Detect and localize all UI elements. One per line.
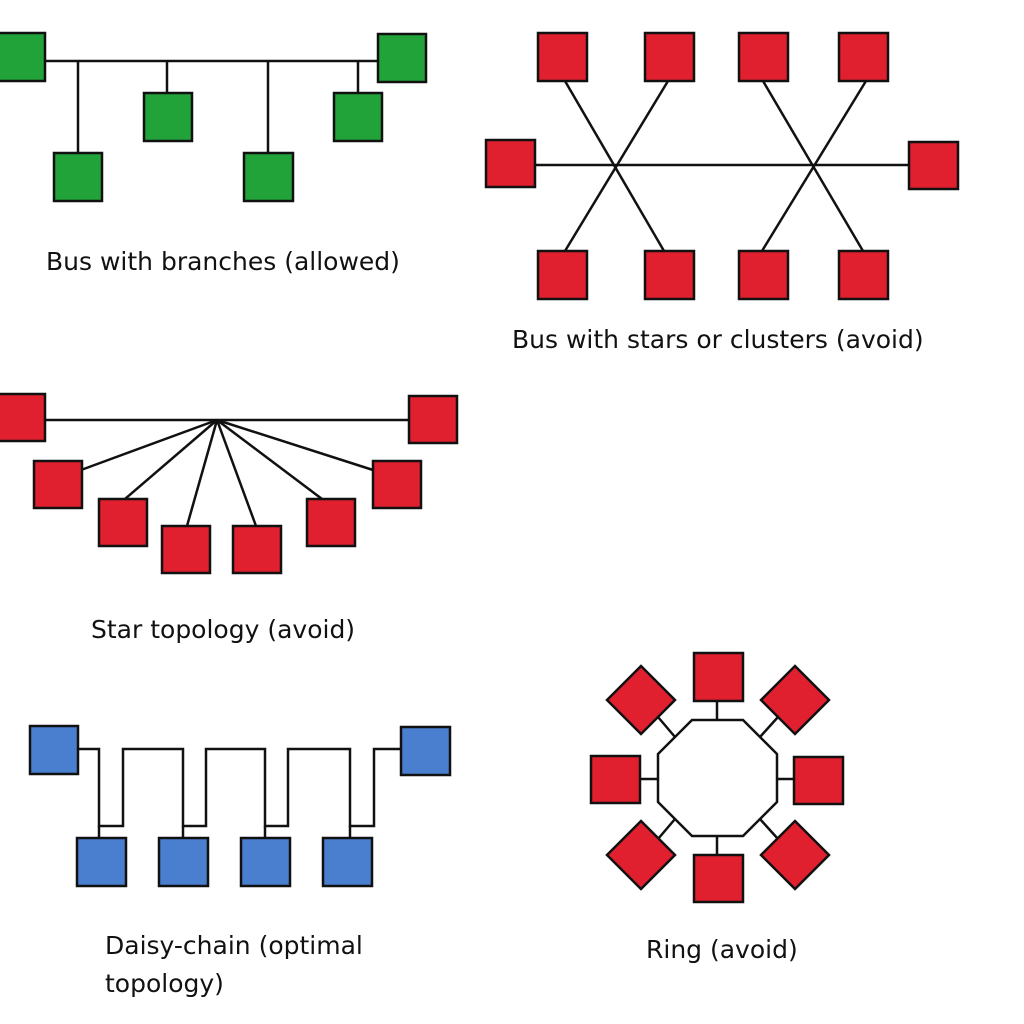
bus-end-node-right — [376, 32, 428, 84]
star-node — [371, 459, 423, 510]
ring-label: Ring (avoid) — [646, 935, 798, 964]
ring-stub — [657, 716, 676, 738]
ring-octagon — [656, 718, 779, 838]
daisy-chain-label-line1: Daisy-chain (optimal — [105, 931, 363, 960]
star-spoke — [185, 419, 219, 527]
ring-node — [792, 755, 845, 806]
star-spoke — [124, 419, 218, 500]
ring-node — [605, 819, 677, 891]
ring-node — [692, 651, 745, 703]
star-spoke — [216, 419, 323, 500]
branch-node — [52, 151, 104, 203]
ring-node — [759, 819, 831, 891]
chain-node — [75, 836, 128, 888]
star-spoke — [215, 419, 258, 527]
cluster-node — [837, 31, 890, 83]
cluster-node — [643, 249, 696, 301]
star-topology-label: Star topology (avoid) — [91, 615, 356, 644]
ring-diagram — [589, 651, 845, 904]
ring-stub — [759, 716, 779, 738]
star-node — [231, 524, 283, 575]
star-node — [32, 459, 84, 510]
ring-node — [692, 853, 745, 904]
star-spoke — [216, 418, 374, 472]
star-node — [305, 497, 357, 548]
ring-stub — [759, 818, 779, 840]
bus-end-node-right — [907, 140, 960, 191]
cluster-node — [737, 249, 790, 301]
bus-branches-diagram — [0, 31, 428, 203]
cluster-line — [563, 80, 670, 252]
daisy-chain-label-line2: topology) — [105, 969, 224, 998]
chain-end-node-left — [28, 724, 80, 776]
chain-node — [157, 836, 210, 888]
bus-end-node-left — [484, 138, 537, 189]
bus-end-node-left — [0, 31, 47, 83]
ring-stub — [657, 818, 676, 840]
bus-stars-label: Bus with stars or clusters (avoid) — [512, 325, 924, 354]
ring-node — [759, 664, 831, 736]
star-node — [97, 497, 149, 548]
branch-node — [242, 151, 295, 203]
cluster-line — [563, 80, 666, 252]
star-node — [160, 524, 212, 575]
cluster-node — [536, 31, 589, 83]
cluster-node — [737, 31, 790, 83]
branch-node — [332, 91, 384, 143]
star-end-node-left — [0, 392, 47, 443]
star-end-node-right — [407, 394, 459, 445]
chain-node — [321, 836, 374, 888]
cluster-node — [643, 31, 696, 83]
bus-stars-diagram — [484, 31, 960, 301]
chain-end-node-right — [399, 725, 452, 777]
chain-node — [239, 836, 292, 888]
daisy-chain-diagram — [28, 724, 452, 888]
star-spoke — [80, 418, 218, 472]
cluster-line — [760, 80, 868, 252]
star-diagram — [0, 392, 459, 575]
cluster-node — [837, 249, 890, 301]
cluster-node — [536, 249, 589, 301]
bus-branches-label: Bus with branches (allowed) — [46, 247, 400, 276]
ring-node — [605, 664, 677, 736]
branch-node — [142, 91, 194, 143]
ring-node — [589, 754, 642, 805]
daisy-chain-wire — [78, 747, 401, 828]
